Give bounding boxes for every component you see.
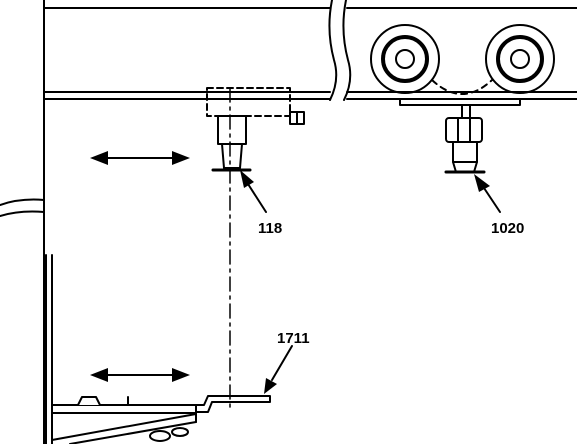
leader-arrows bbox=[240, 170, 501, 394]
callout-1020: 1020 bbox=[491, 220, 524, 237]
upper-double-arrow bbox=[90, 151, 190, 165]
callout-1711: 1711 bbox=[277, 330, 310, 347]
movement-arrows bbox=[90, 151, 190, 382]
callout-118: 118 bbox=[258, 220, 282, 237]
guide-assembly-1020 bbox=[444, 104, 486, 174]
guide-bracket-1711 bbox=[195, 395, 271, 423]
door-panel bbox=[45, 254, 197, 444]
trolley-rollers bbox=[370, 24, 555, 106]
leader-1020 bbox=[474, 174, 501, 213]
header-rail bbox=[43, 0, 577, 101]
guide-pin-118 bbox=[206, 87, 305, 172]
lower-double-arrow bbox=[90, 368, 190, 382]
leader-1711 bbox=[264, 345, 293, 394]
left-wall bbox=[0, 0, 45, 444]
leader-118 bbox=[240, 170, 267, 213]
